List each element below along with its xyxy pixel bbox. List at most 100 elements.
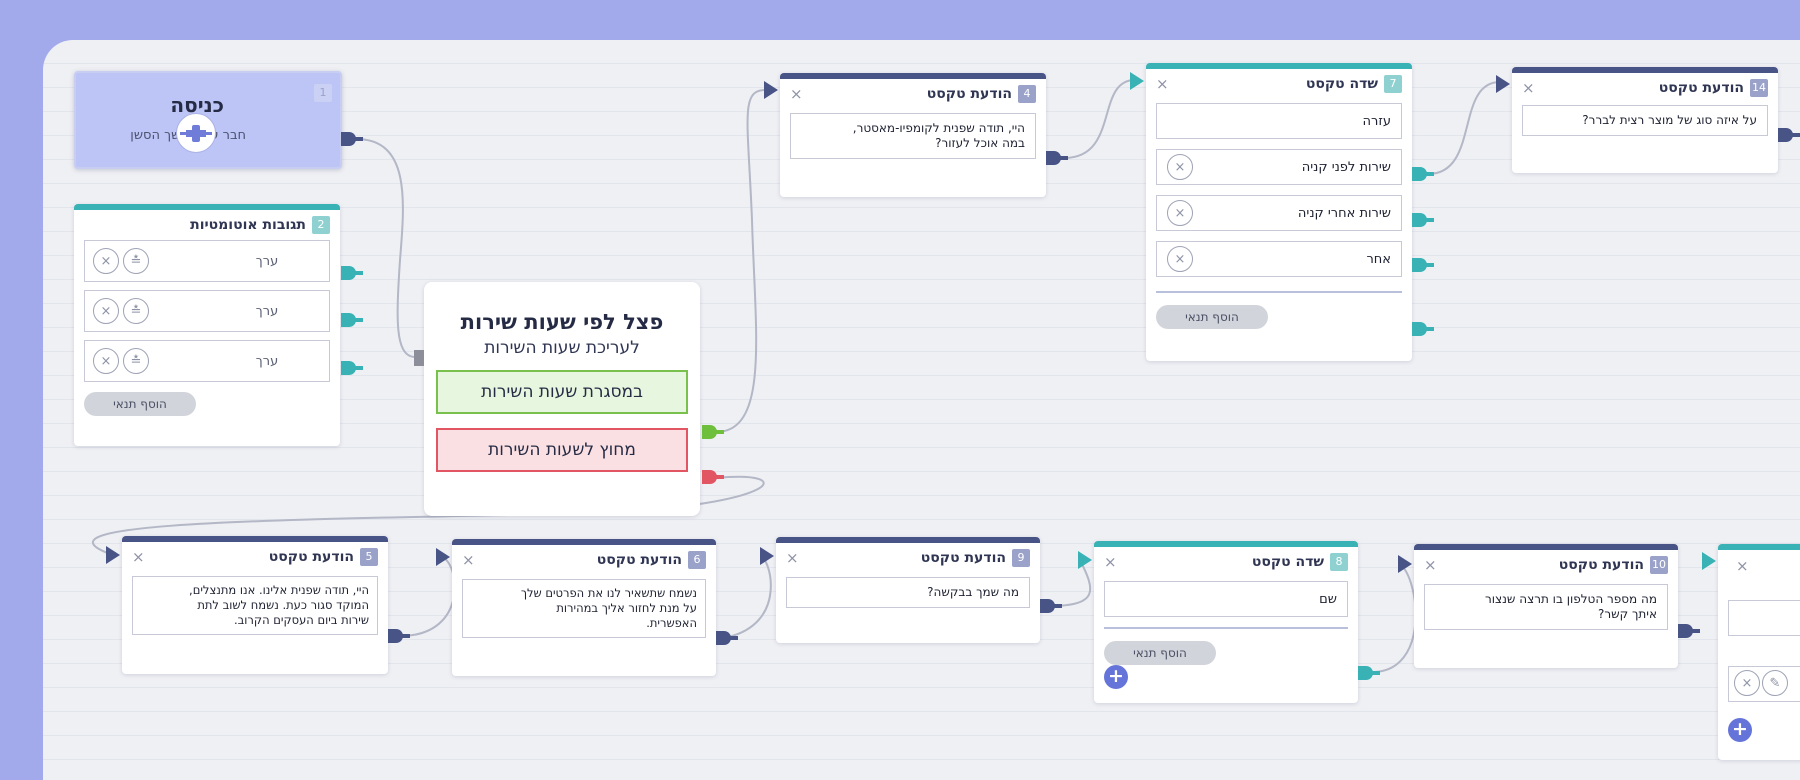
- connector-out-icon[interactable]: [716, 629, 738, 647]
- connector-out-icon[interactable]: [1778, 126, 1800, 144]
- message-text[interactable]: מה שמך בבקשה?: [786, 577, 1030, 608]
- connector-out-icon[interactable]: [388, 627, 410, 645]
- connector-out-icon[interactable]: [1412, 165, 1434, 183]
- split-service-hours-node[interactable]: פצל לפי שעות שירות לעריכת שעות השירות במ…: [424, 282, 700, 516]
- connector-out-icon[interactable]: [1046, 149, 1068, 167]
- stamp-icon[interactable]: ✎: [1762, 670, 1788, 696]
- node-number: 2: [312, 216, 330, 234]
- option-row[interactable]: שירות אחרי קניה ×: [1156, 195, 1402, 231]
- close-icon[interactable]: ×: [93, 348, 119, 374]
- divider: [1156, 291, 1402, 293]
- connector-in-icon[interactable]: [106, 546, 122, 564]
- connector-out-icon[interactable]: [341, 264, 363, 282]
- connector-out-icon[interactable]: [702, 468, 724, 486]
- connector-out-icon[interactable]: [1040, 597, 1062, 615]
- close-icon[interactable]: ×: [93, 298, 119, 324]
- connector-in-icon[interactable]: [414, 350, 424, 366]
- node-title: הודעת טקסט: [1658, 80, 1744, 96]
- auto-reply-row[interactable]: ערך≛×: [84, 340, 330, 382]
- connector-out-icon[interactable]: [1358, 664, 1380, 682]
- connector-out-icon[interactable]: [341, 130, 363, 148]
- connector-in-icon[interactable]: [1130, 72, 1146, 90]
- plug-icon: [176, 113, 216, 153]
- close-icon[interactable]: ×: [786, 549, 799, 567]
- close-icon[interactable]: ×: [1156, 75, 1169, 93]
- text-message-node-14[interactable]: 14 הודעת טקסט × על איזה סוג של מוצר רצית ל…: [1512, 67, 1778, 173]
- node-title: הודעת טקסט: [596, 552, 682, 568]
- node-title: שדה טקסט: [1251, 554, 1324, 570]
- connector-out-icon[interactable]: [1412, 211, 1434, 229]
- node-title: הודעת טקסט: [1558, 557, 1644, 573]
- auto-reply-row[interactable]: ערך ≛×: [84, 240, 330, 282]
- split-subtitle[interactable]: לעריכת שעות השירות: [484, 338, 640, 358]
- entry-node[interactable]: 1 כניסה חבר עם המשך הסשן: [74, 71, 342, 169]
- connector-out-icon[interactable]: [341, 311, 363, 329]
- connector-in-icon[interactable]: [1496, 75, 1512, 93]
- add-icon[interactable]: +: [1104, 665, 1128, 689]
- auto-reply-row[interactable]: ערך ≛×: [84, 290, 330, 332]
- inside-hours-option[interactable]: במסגרת שעות השירות: [436, 370, 688, 414]
- close-icon[interactable]: ×: [1522, 79, 1535, 97]
- close-icon[interactable]: ×: [132, 548, 145, 566]
- connector-out-icon[interactable]: [341, 359, 363, 377]
- message-text[interactable]: נשמח שתשאיר לנו את הפרטים שלך על מנת לחז…: [462, 579, 706, 638]
- connector-out-icon[interactable]: [1678, 622, 1700, 640]
- connector-in-icon[interactable]: [1078, 551, 1094, 569]
- field-name-input[interactable]: שם: [1104, 581, 1348, 617]
- row-value: ערך: [255, 253, 279, 269]
- close-icon[interactable]: ×: [462, 551, 475, 569]
- node-title: תגובות אוטומטיות: [190, 217, 306, 233]
- stamp-icon[interactable]: ≛: [123, 298, 149, 324]
- connector-in-icon[interactable]: [760, 547, 776, 565]
- connector-out-icon[interactable]: [1412, 256, 1434, 274]
- connector-in-icon[interactable]: [436, 548, 452, 566]
- option-label: שירות אחרי קניה: [1297, 205, 1391, 221]
- connector-in-icon[interactable]: [1398, 555, 1414, 573]
- option-label: אחר: [1366, 251, 1391, 267]
- row-value: ערך: [255, 303, 279, 319]
- connector-in-icon[interactable]: [1702, 552, 1718, 570]
- partial-option[interactable]: [1728, 666, 1800, 702]
- stamp-icon[interactable]: ≛: [123, 348, 149, 374]
- connector-out-icon[interactable]: [1412, 320, 1434, 338]
- close-icon[interactable]: ×: [1424, 556, 1437, 574]
- outside-hours-option[interactable]: מחוץ לשעות השירות: [436, 428, 688, 472]
- close-icon[interactable]: ×: [1167, 246, 1193, 272]
- message-text[interactable]: מה מספר הטלפון בו תרצה שנצור איתך קשר?: [1424, 584, 1668, 630]
- node-number: 5: [360, 548, 378, 566]
- close-icon[interactable]: ×: [1736, 557, 1749, 575]
- close-icon[interactable]: ×: [1167, 200, 1193, 226]
- close-icon[interactable]: ×: [1734, 670, 1760, 696]
- connector-out-icon[interactable]: [702, 423, 724, 441]
- node-number: 7: [1384, 75, 1402, 93]
- node-number: 8: [1330, 553, 1348, 571]
- text-field-node-8[interactable]: 8 שדה טקסט × שם הוסף תנאי +: [1094, 541, 1358, 703]
- close-icon[interactable]: ×: [93, 248, 119, 274]
- node-number: 14: [1750, 79, 1768, 97]
- node-number: 4: [1018, 85, 1036, 103]
- add-condition-button[interactable]: הוסף תנאי: [1156, 305, 1268, 329]
- message-text[interactable]: על איזה סוג של מוצר רצית לברר?: [1522, 105, 1768, 136]
- add-icon[interactable]: +: [1728, 718, 1752, 742]
- close-icon[interactable]: ×: [1104, 553, 1117, 571]
- partial-field[interactable]: [1728, 600, 1800, 636]
- message-text[interactable]: היי, תודה שפנית לקומפיו-מאסטר, במה אוכל …: [790, 113, 1036, 159]
- close-icon[interactable]: ×: [790, 85, 803, 103]
- field-name-input[interactable]: עזרה: [1156, 103, 1402, 139]
- stamp-icon[interactable]: ≛: [123, 248, 149, 274]
- option-row[interactable]: אחר ×: [1156, 241, 1402, 277]
- add-condition-button[interactable]: הוסף תנאי: [84, 392, 196, 416]
- message-text[interactable]: היי, תודה שפנית אלינו. אנו מתנצלים, המוק…: [132, 576, 378, 635]
- partial-node[interactable]: × × ✎ +: [1718, 544, 1800, 760]
- connector-in-icon[interactable]: [764, 81, 780, 99]
- add-condition-button[interactable]: הוסף תנאי: [1104, 641, 1216, 665]
- option-row[interactable]: שירות לפני קניה×: [1156, 149, 1402, 185]
- close-icon[interactable]: ×: [1167, 154, 1193, 180]
